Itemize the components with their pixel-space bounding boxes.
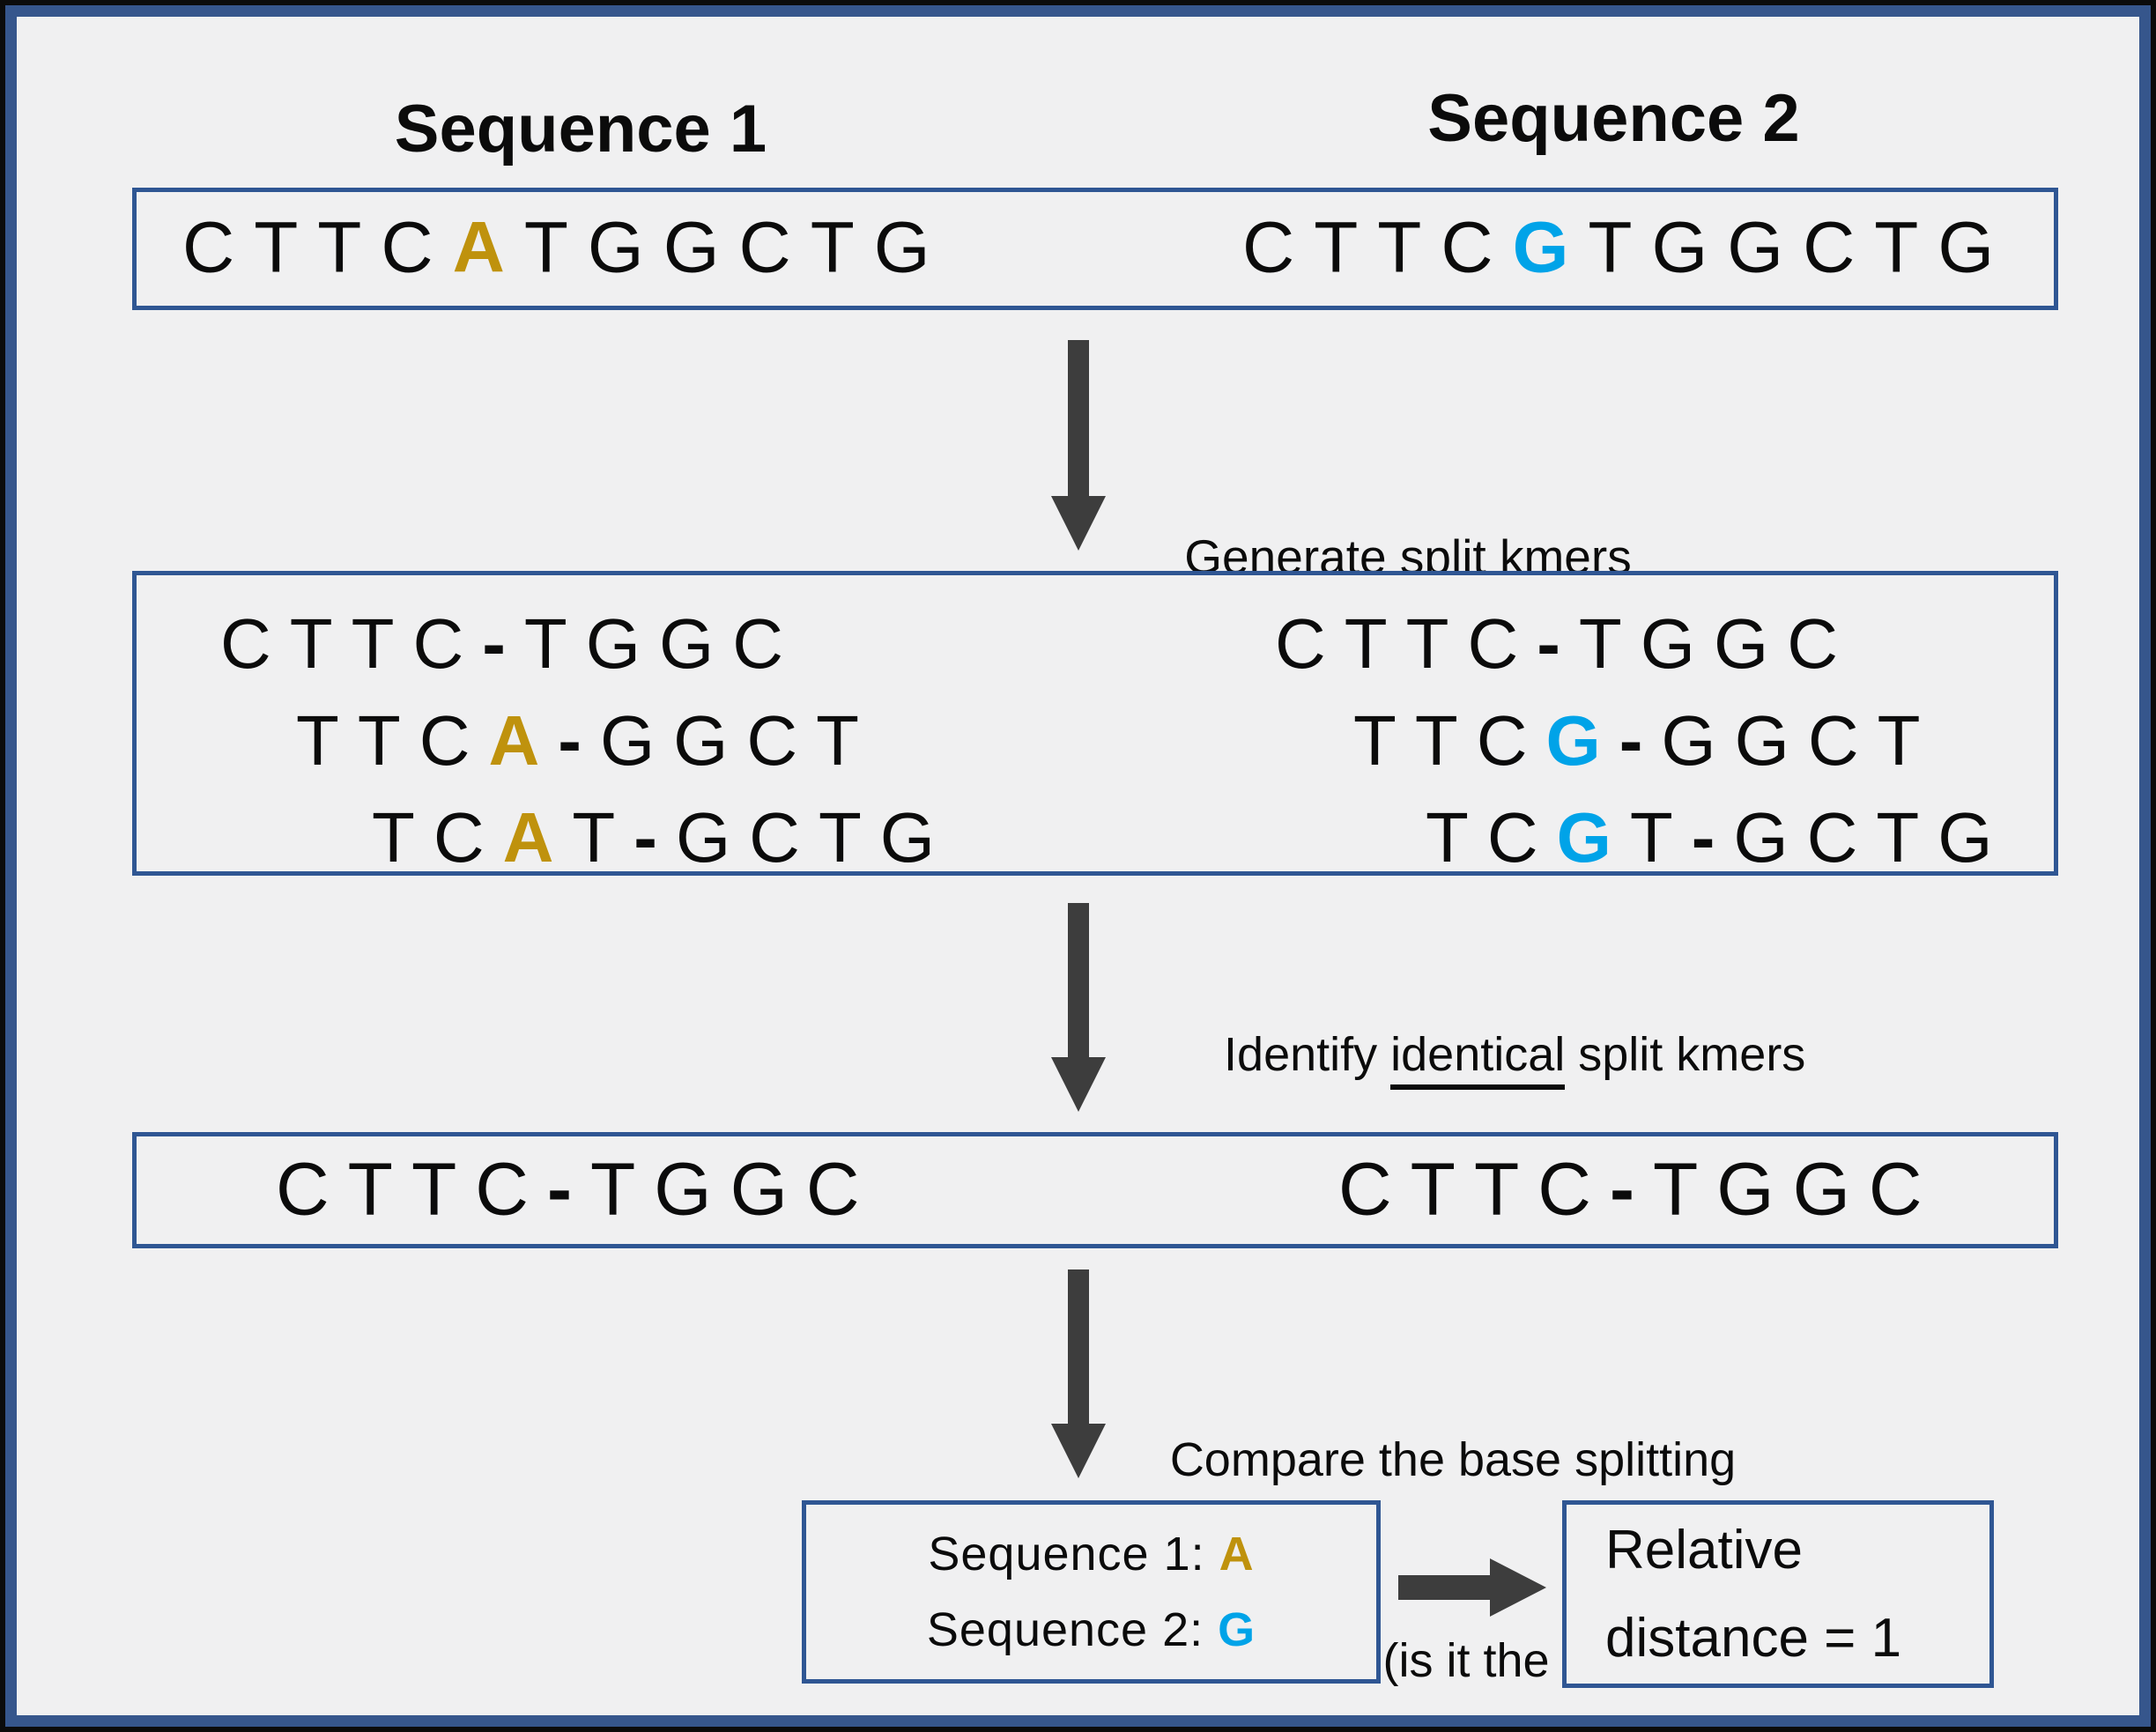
down-arrow-2-shaft [1068, 903, 1089, 1060]
kmer-row-left-3: TCAT-GCTG [372, 798, 954, 877]
comparison-box: Sequence 1: A Sequence 2: G [802, 1500, 1381, 1684]
comparison-line-seq2: Sequence 2: G [926, 1603, 1256, 1657]
down-arrow-1-shaft [1068, 340, 1089, 499]
identical-kmer-left: CTTC-TGGC [276, 1147, 878, 1231]
result-box: Relative distance = 1 [1562, 1500, 1994, 1688]
down-arrow-1-head [1051, 496, 1106, 551]
down-arrow-2-head [1051, 1057, 1106, 1112]
result-line-1: Relative [1605, 1519, 1803, 1580]
outer-blue-frame: Sequence 1 Sequence 2 CTTCATGGCTG CTTCGT… [5, 5, 2151, 1727]
kmer-row-right-2: TTCG-GGCT [1353, 701, 1939, 780]
kmer-row-right-1: CTTC-TGGC [1275, 604, 1857, 683]
step2-label-underlined: identical [1390, 1027, 1566, 1090]
split-kmer-box: CTTC-TGGC TTCA-GGCT TCAT-GCTG CTTC-TGGC … [132, 571, 2058, 876]
identical-kmer-box: CTTC-TGGC CTTC-TGGC [132, 1132, 2058, 1248]
heading-sequence-2: Sequence 2 [1427, 81, 1800, 156]
step2-label-pre: Identify [1224, 1028, 1391, 1081]
right-arrow-shaft [1398, 1575, 1492, 1600]
result-line-2: distance = 1 [1605, 1607, 1902, 1669]
step2-label-post: split kmers [1565, 1028, 1806, 1081]
kmer-row-left-2: TTCA-GGCT [296, 701, 878, 780]
sequence-1-text: CTTCATGGCTG [182, 206, 950, 287]
sequence-box: CTTCATGGCTG CTTCGTGGCTG [132, 188, 2058, 310]
step3-label-line1: Compare the base splitting [1169, 1433, 1737, 1486]
kmer-row-left-1: CTTC-TGGC [220, 604, 803, 683]
down-arrow-3-head [1051, 1424, 1106, 1478]
sequence-2-text: CTTCGTGGCTG [1242, 206, 2014, 287]
kmer-row-right-3: TCGT-GCTG [1426, 798, 2012, 877]
identical-kmer-right: CTTC-TGGC [1338, 1147, 1941, 1231]
diagram-canvas: Sequence 1 Sequence 2 CTTCATGGCTG CTTCGT… [17, 17, 2139, 1715]
heading-sequence-1: Sequence 1 [394, 92, 767, 167]
comparison-line-seq1: Sequence 1: A [928, 1527, 1255, 1580]
step2-label: Identify identical split kmers [1118, 973, 1805, 1144]
right-arrow-head [1490, 1558, 1546, 1617]
down-arrow-3-shaft [1068, 1269, 1089, 1426]
